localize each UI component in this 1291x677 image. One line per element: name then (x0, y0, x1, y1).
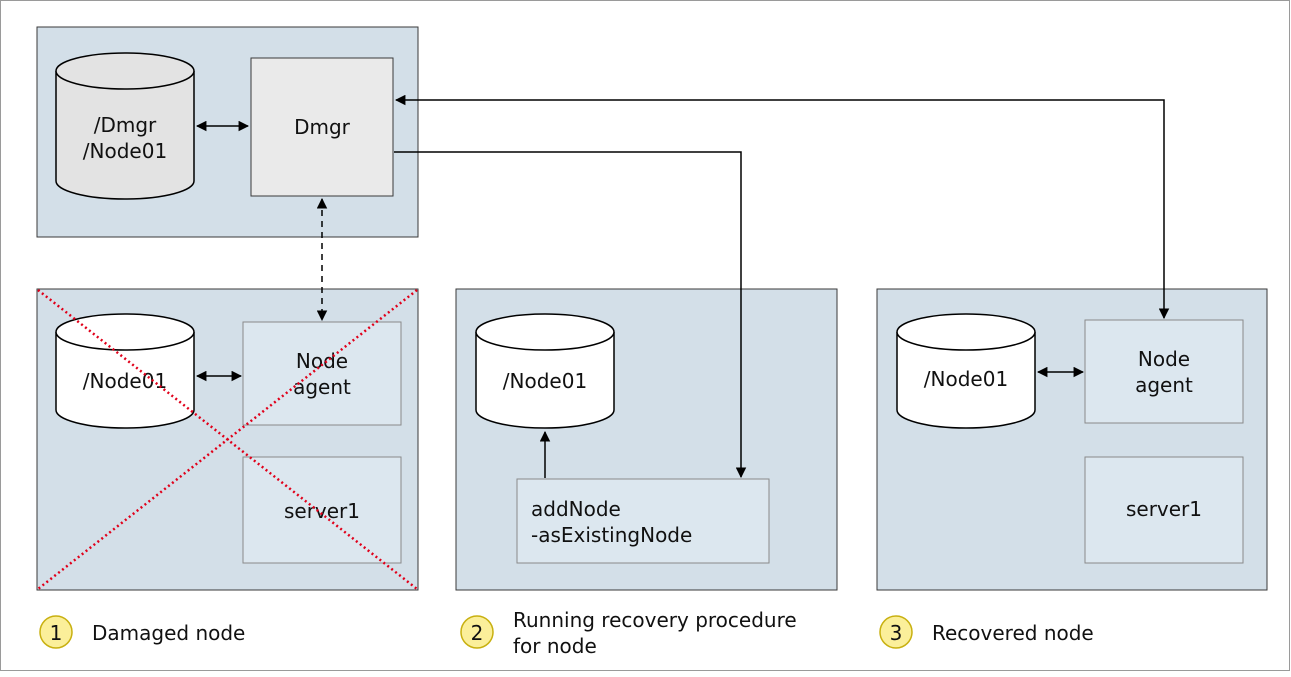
caption-2-number: 2 (471, 621, 484, 645)
addnode-command-box: addNode -asExistingNode (516, 478, 770, 564)
node-panel-recovery: /Node01 addNode -asExistingNode (455, 288, 838, 591)
node01-repository-cylinder-1: /Node01 (55, 313, 195, 429)
node-agent-box-3: Node agent (1084, 319, 1244, 424)
caption-1-number: 1 (50, 621, 63, 645)
dmgr-repository-label-line1: /Dmgr (94, 113, 157, 137)
dmgr-repository-cylinder: /Dmgr /Node01 (55, 52, 195, 200)
damage-cross-line-2 (37, 289, 418, 590)
caption-1-badge (39, 615, 73, 649)
caption-2-text-line2: for node (513, 634, 597, 658)
server1-box-3: server1 (1084, 456, 1244, 564)
caption-2: 2 Running recovery procedure for node (460, 608, 797, 658)
dmgr-box: Dmgr (250, 57, 394, 197)
addnode-command-line2: -asExistingNode (531, 523, 692, 547)
node01-repository-label-2: /Node01 (503, 369, 587, 393)
dmgr-recovered-agent-connector (394, 94, 1170, 320)
node01-repository-cylinder-3: /Node01 (896, 313, 1036, 429)
node-agent-label-1-line2: agent (293, 375, 351, 399)
server1-label-1: server1 (284, 499, 360, 523)
node-agent-label-1-line1: Node (296, 349, 348, 373)
caption-3-text: Recovered node (932, 621, 1094, 645)
caption-2-text-line1: Running recovery procedure (513, 608, 797, 632)
node01-repository-label-1: /Node01 (83, 369, 167, 393)
dmgr-panel: /Dmgr /Node01 Dmgr (36, 26, 419, 238)
dmgr-repository-label-line2: /Node01 (83, 139, 167, 163)
node-agent-label-3-line2: agent (1135, 373, 1193, 397)
dmgr-label: Dmgr (294, 115, 351, 139)
caption-2-badge (460, 615, 494, 649)
node01-repository-cylinder-2: /Node01 (475, 313, 615, 429)
node01-repository-label-3: /Node01 (924, 367, 1008, 391)
caption-1-text: Damaged node (92, 621, 245, 645)
server1-label-3: server1 (1126, 497, 1202, 521)
caption-3-number: 3 (890, 621, 903, 645)
server1-box-1: server1 (242, 456, 402, 564)
node-panel-recovered: /Node01 Node agent server1 (876, 288, 1268, 591)
addnode-command-line1: addNode (531, 497, 621, 521)
caption-3-badge (879, 615, 913, 649)
node-panel-damaged: /Node01 Node agent server1 (36, 288, 419, 591)
node-agent-box-1: Node agent (242, 321, 402, 426)
node-agent-label-3-line1: Node (1138, 347, 1190, 371)
caption-1: 1 Damaged node (39, 615, 245, 649)
caption-3: 3 Recovered node (879, 615, 1094, 649)
